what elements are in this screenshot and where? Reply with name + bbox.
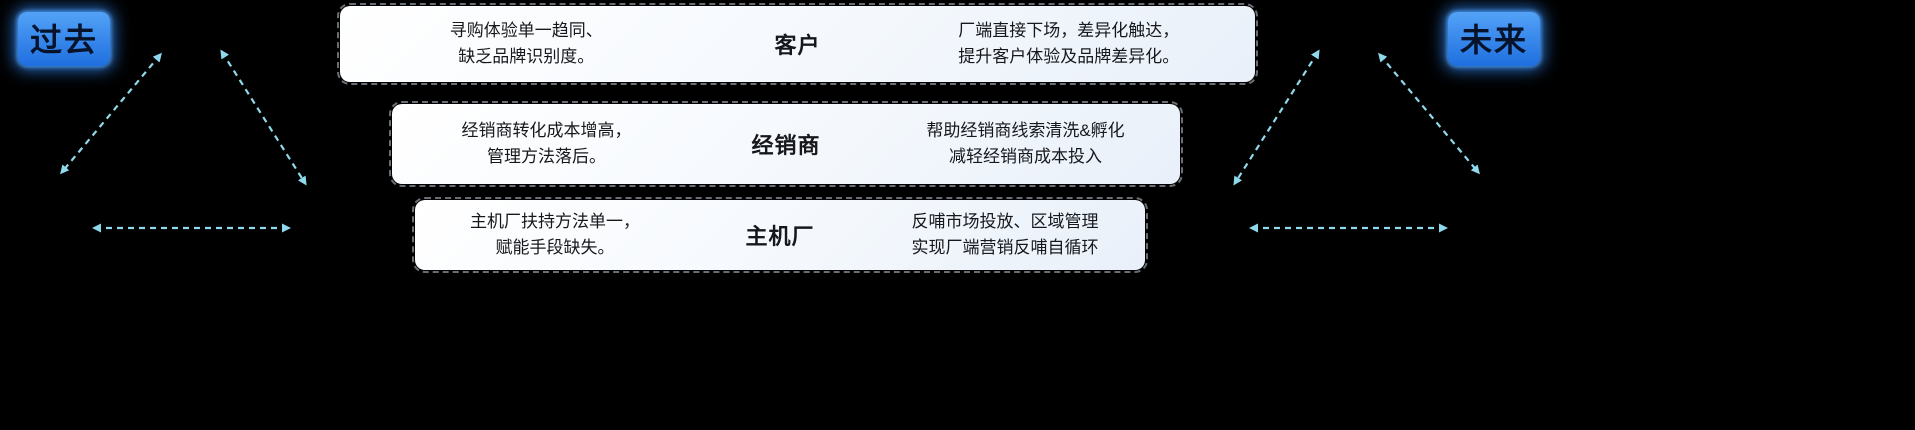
dealer-future-text: 帮助经销商线索清洗&孵化 减轻经销商成本投入 (926, 120, 1125, 166)
future-label: 未来 (1448, 12, 1541, 66)
customer-past-text: 寻购体验单一趋同、 缺乏品牌识别度。 (449, 20, 603, 66)
dealer-row: 经销商转化成本增高， 管理方法落后。 经销商 帮助经销商线索清洗&孵化 减轻经销… (389, 101, 1183, 187)
oem-row: 主机厂扶持方法单一， 赋能手段缺失。 主机厂 反哺市场投放、区域管理 实现厂端营… (412, 197, 1148, 273)
past-right-arrow (220, 49, 307, 186)
future-triangle-arrows (1233, 49, 1480, 233)
oem-label: 主机厂 (745, 224, 815, 249)
future-right-arrow (1378, 52, 1480, 175)
future-left-arrow (1233, 49, 1320, 186)
customer-future-text: 厂端直接下场，差异化触达， 提升客户体验及品牌差异化。 (958, 20, 1180, 66)
customer-label: 客户 (774, 33, 821, 58)
dealer-label: 经销商 (751, 133, 821, 158)
oem-future-text: 反哺市场投放、区域管理 实现厂端营销反哺自循环 (911, 211, 1099, 257)
past-triangle-arrows (60, 49, 307, 233)
customer-row: 寻购体验单一趋同、 缺乏品牌识别度。 客户 厂端直接下场，差异化触达， 提升客户… (337, 3, 1258, 85)
past-left-arrow (60, 52, 162, 175)
dealer-past-text: 经销商转化成本增高， 管理方法落后。 (461, 120, 632, 166)
oem-past-text: 主机厂扶持方法单一， 赋能手段缺失。 (470, 211, 640, 257)
